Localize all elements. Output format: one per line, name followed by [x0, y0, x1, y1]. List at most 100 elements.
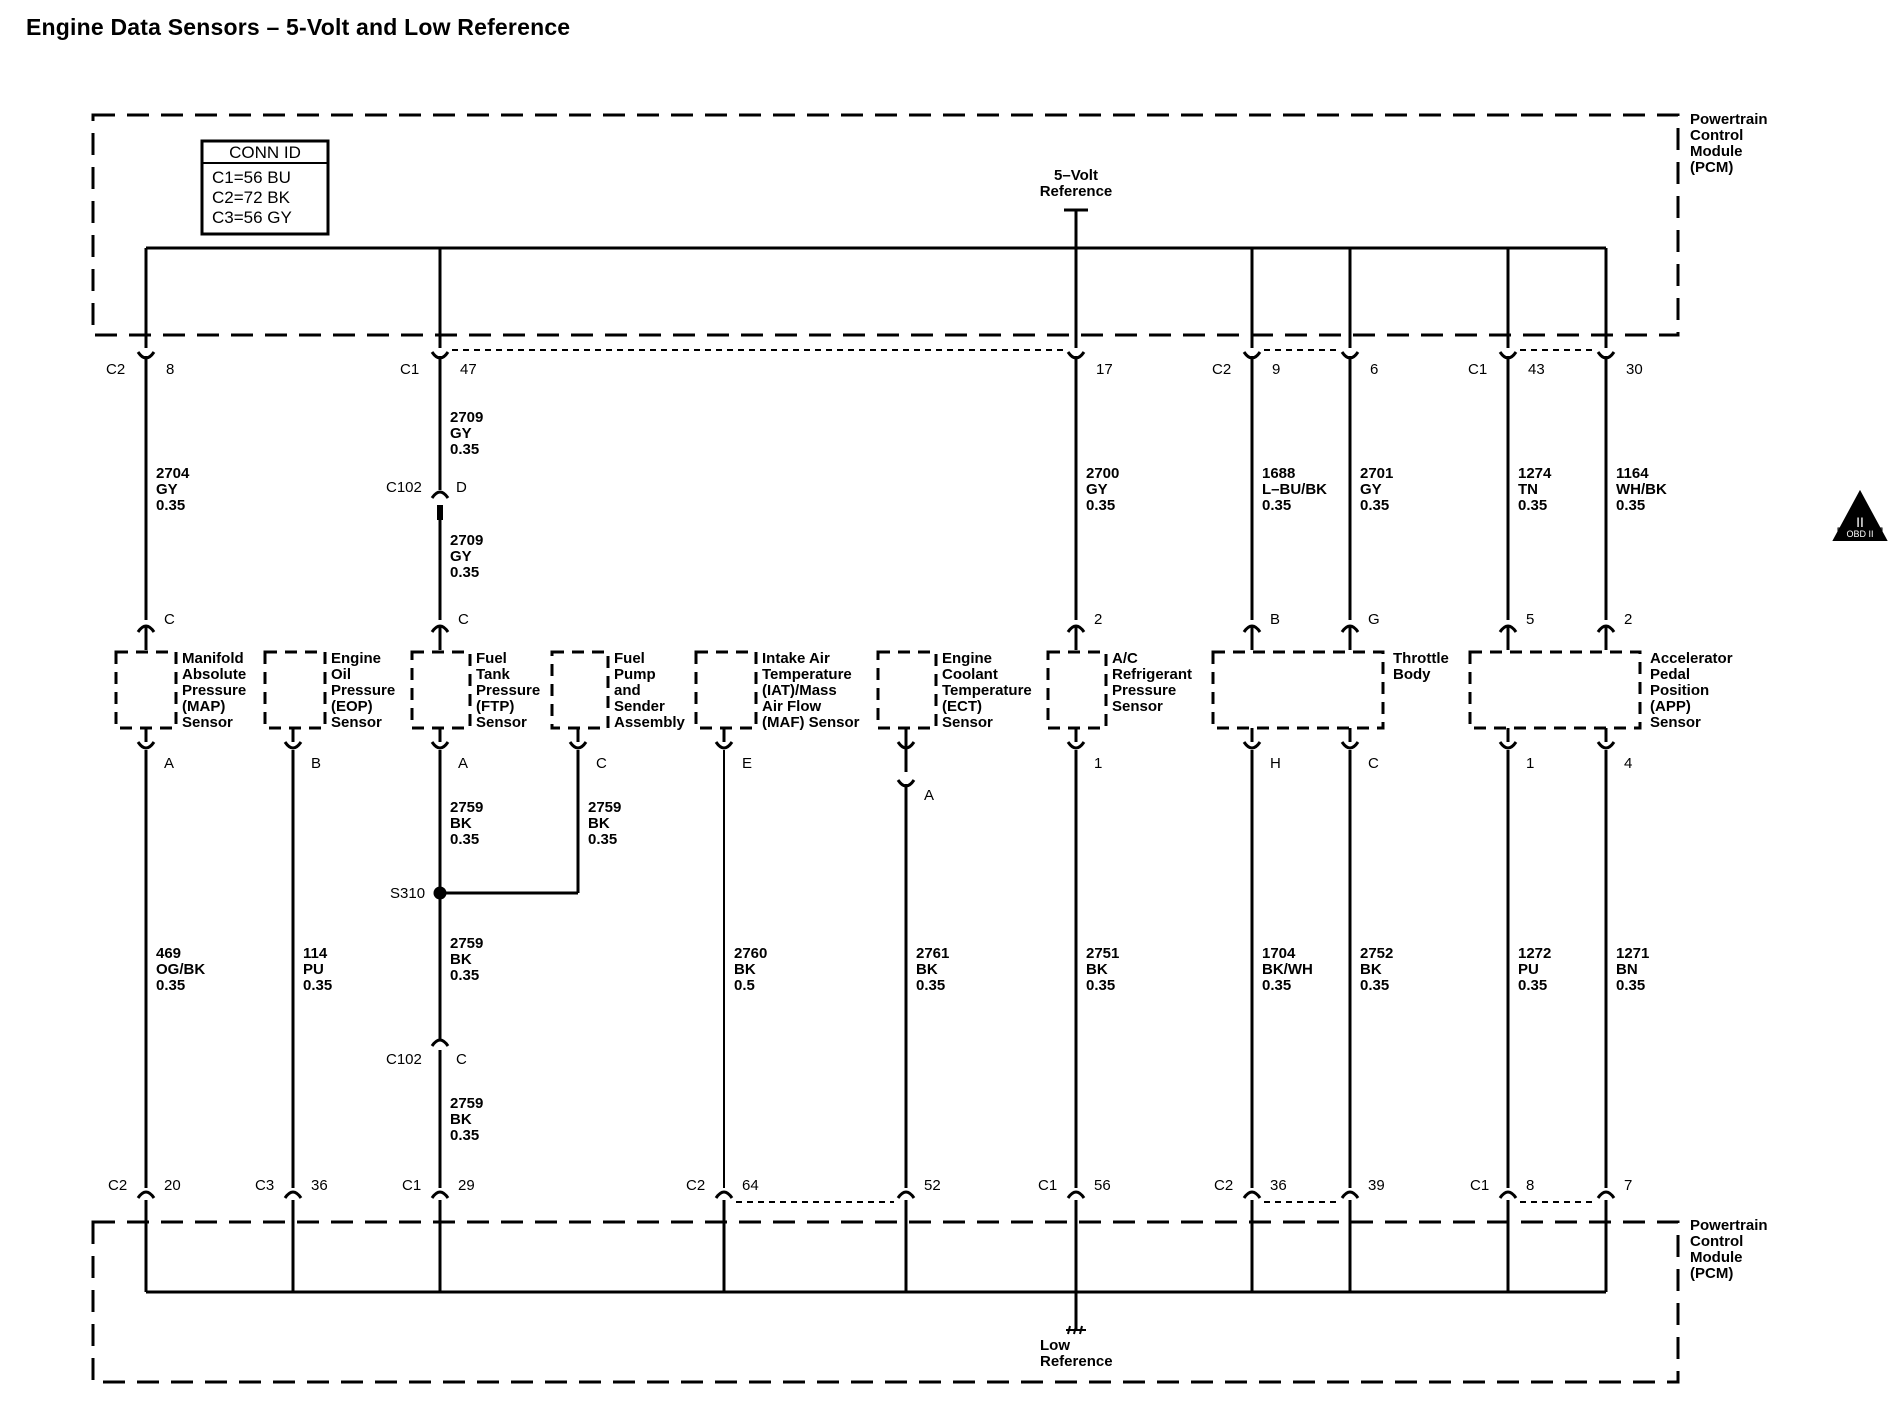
- pcm-terminal-bottom: [1066, 1190, 1086, 1199]
- wire-label: 0.35: [156, 497, 185, 514]
- wire-label: 0.35: [1086, 497, 1115, 514]
- pcm-connector-id: C2: [1214, 1177, 1233, 1194]
- pcm-pin-number: 8: [166, 361, 174, 378]
- conn-id-header: CONN ID: [229, 143, 301, 162]
- wire-label: 2751: [1086, 945, 1119, 962]
- wire-label: WH/BK: [1616, 481, 1667, 498]
- sensor-box: [550, 650, 610, 730]
- wire-label: PU: [303, 961, 324, 978]
- pcm-terminal-bottom: [714, 1190, 734, 1199]
- wire-label: 0.35: [156, 977, 185, 994]
- sensor-label: Throttle: [1393, 650, 1449, 667]
- wire-label: 469: [156, 945, 181, 962]
- pcm-pin-number: 52: [924, 1177, 941, 1194]
- c102-pin: D: [456, 479, 467, 496]
- wire-label: GY: [450, 548, 472, 565]
- wire-label: 0.35: [450, 967, 479, 984]
- ground-symbol: [1066, 1325, 1086, 1335]
- pcm-connector-id: C2: [686, 1177, 705, 1194]
- sensor-terminal-bottom: [714, 741, 734, 750]
- pcm-pin-number: 36: [311, 1177, 328, 1194]
- sensor-label: Engine: [331, 650, 381, 667]
- wire-label: 0.35: [1518, 977, 1547, 994]
- wire-label: BK: [588, 815, 610, 832]
- sensor-label: Absolute: [182, 666, 246, 683]
- wire-label: TN: [1518, 481, 1538, 498]
- pcm-terminal-bottom: [1498, 1190, 1518, 1199]
- pcm-pin-number: 20: [164, 1177, 181, 1194]
- pcm-connector-id: C1: [402, 1177, 421, 1194]
- c102-label: C102: [386, 1051, 422, 1068]
- sensor-label: Intake Air: [762, 650, 830, 667]
- sensor-label: A/C: [1112, 650, 1138, 667]
- sensor-box: [263, 650, 327, 730]
- sensor-terminal-bottom: [430, 741, 450, 750]
- sensor-terminal-bottom: [1340, 741, 1360, 750]
- sensor-label: Sensor: [182, 714, 233, 731]
- sensor-label: Air Flow: [762, 698, 821, 715]
- wire-label: 0.35: [916, 977, 945, 994]
- sensor-pin-bottom: 4: [1624, 755, 1632, 772]
- wire-label: 1271: [1616, 945, 1649, 962]
- sensor-label: (APP): [1650, 698, 1691, 715]
- pcm-terminal-bottom: [1242, 1190, 1262, 1199]
- pcm-pin-number: 29: [458, 1177, 475, 1194]
- sensor-label: Assembly: [614, 714, 686, 731]
- pcm-terminal-bottom: [1596, 1190, 1616, 1199]
- wire-label: GY: [1086, 481, 1108, 498]
- wire-label: OG/BK: [156, 961, 205, 978]
- wire-label: 0.35: [1360, 977, 1389, 994]
- wire-label: 0.5: [734, 977, 755, 994]
- sensor-pin-bottom: A: [164, 755, 174, 772]
- pcm-terminal-bottom: [896, 1190, 916, 1199]
- wire-label: 0.35: [1086, 977, 1115, 994]
- reference-5v-label: 5–Volt: [1054, 167, 1098, 184]
- sensor-pin-bottom: C: [1368, 755, 1379, 772]
- pcm-pin-number: 39: [1368, 1177, 1385, 1194]
- obd-badge-box: [1837, 527, 1883, 539]
- wire-label: 2704: [156, 465, 190, 482]
- wire-label: 2701: [1360, 465, 1393, 482]
- pcm-connector-id: C2: [108, 1177, 127, 1194]
- pcm-box-bottom: [91, 1220, 1680, 1384]
- sensor-label: (EOP): [331, 698, 373, 715]
- pcm-connector-id: C2: [106, 361, 125, 378]
- wire-label: 0.35: [1616, 497, 1645, 514]
- wire-label: 2759: [450, 1095, 483, 1112]
- sensor-label: Tank: [476, 666, 511, 683]
- sensor-box: [114, 650, 178, 730]
- pcm-label-top: (PCM): [1690, 159, 1733, 176]
- conn-id-row: C2=72 BK: [212, 188, 291, 207]
- sensor-box: [1211, 650, 1385, 730]
- page-title: Engine Data Sensors – 5-Volt and Low Ref…: [26, 14, 571, 40]
- conn-id-row: C3=56 GY: [212, 208, 292, 227]
- sensor-label: (FTP): [476, 698, 514, 715]
- sensor-label: Pressure: [182, 682, 246, 699]
- pcm-pin-number: 36: [1270, 1177, 1287, 1194]
- wire-label: 114: [303, 945, 328, 962]
- wire-label: 2709: [450, 409, 483, 426]
- sensor-label: Sensor: [1112, 698, 1163, 715]
- c102-label: C102: [386, 479, 422, 496]
- sensor-box: [410, 650, 472, 730]
- wire-label: BK: [734, 961, 756, 978]
- wire-label: 1688: [1262, 465, 1295, 482]
- pcm-label-bottom: (PCM): [1690, 1265, 1733, 1282]
- sensor-pin-top: C: [458, 611, 469, 628]
- sensor-label: (ECT): [942, 698, 982, 715]
- wire-label: 2759: [450, 935, 483, 952]
- wire-label: 1272: [1518, 945, 1551, 962]
- pcm-pin-number: 9: [1272, 361, 1280, 378]
- wire-label: 2759: [450, 799, 483, 816]
- wire-label: GY: [450, 425, 472, 442]
- sensor-label: Oil: [331, 666, 351, 683]
- wire-label: 0.35: [1360, 497, 1389, 514]
- pcm-connector-id: C2: [1212, 361, 1231, 378]
- wire-label: 1704: [1262, 945, 1296, 962]
- sensor-terminal-bottom: [1242, 741, 1262, 750]
- sensor-label: Accelerator: [1650, 650, 1733, 667]
- reference-5v-label: Reference: [1040, 183, 1113, 200]
- sensor-terminal-bottom: [1066, 741, 1086, 750]
- wire-label: BK: [450, 815, 472, 832]
- sensor-label: Sensor: [1650, 714, 1701, 731]
